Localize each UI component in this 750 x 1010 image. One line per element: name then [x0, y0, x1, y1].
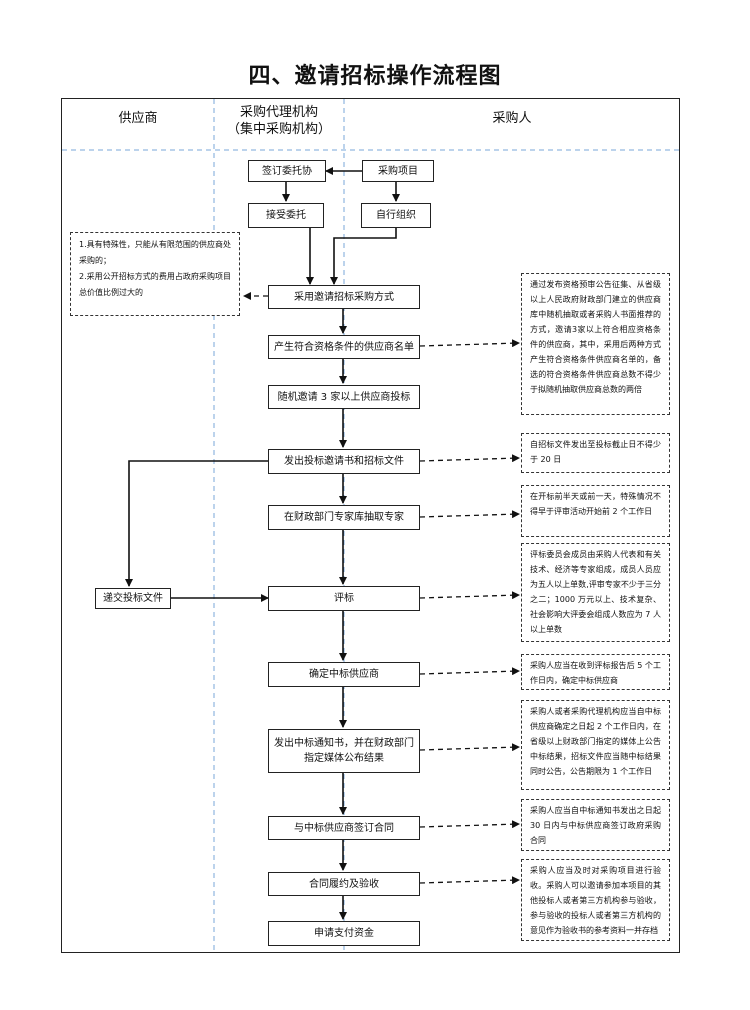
award-notice-label-1: 发出中标通知书，并在财政部门 — [274, 738, 414, 749]
flowchart-frame — [61, 98, 680, 953]
selection-method-note: 通过发布资格预审公告征集、从省级以上人民政府财政部门建立的供应商库中随机抽取或者… — [521, 273, 670, 415]
dash-list-to-selection — [419, 339, 520, 348]
self-organize-label: 自行组织 — [376, 210, 416, 221]
qualified-list-label: 产生符合资格条件的供应商名单 — [274, 341, 414, 353]
qualified-list-box: 产生符合资格条件的供应商名单 — [268, 335, 420, 359]
procurement-project-label: 采购项目 — [378, 165, 418, 177]
invite-three-label: 随机邀请 3 家以上供应商投标 — [277, 391, 411, 403]
award-notice-box: 发出中标通知书，并在财政部门 指定媒体公布结果 — [268, 729, 420, 773]
arrow-issue-to-submit — [125, 460, 269, 587]
accept-commission-label: 接受委托 — [266, 210, 306, 221]
submit-bid-label: 递交投标文件 — [103, 593, 163, 604]
dash-experts-to-time — [419, 510, 520, 519]
sign-contract-label: 与中标供应商签订合同 — [294, 822, 394, 834]
conditions-note: 1.具有特殊性，只能从有限范围的供应商处采购的； 2.采用公开招标方式的费用占政… — [70, 232, 240, 316]
procurement-project-box: 采购项目 — [362, 160, 434, 182]
issue-documents-box: 发出投标邀请书和招标文件 — [268, 449, 420, 474]
apply-payment-label: 申请支付资金 — [314, 928, 374, 939]
select-experts-box: 在财政部门专家库抽取专家 — [268, 505, 420, 530]
invite-three-box: 随机邀请 3 家以上供应商投标 — [268, 385, 420, 409]
page-title: 四、邀请招标操作流程图 — [248, 64, 502, 89]
dash-perform-to-acceptance — [419, 876, 520, 885]
lane-header-supplier: 供应商 — [62, 110, 214, 127]
lane-purchaser-label: 采购人 — [492, 111, 532, 126]
accept-commission-box: 接受委托 — [248, 203, 324, 228]
contract-deadline-note: 采购人应当自中标通知书发出之日起 30 日内与中标供应商签订政府采购合同 — [521, 799, 670, 851]
acceptance-note: 采购人应当及时对采购项目进行验收。采购人可以邀请参加本项目的其他投标人或者第三方… — [521, 859, 670, 941]
lane-agency-sublabel: （集中采购机构） — [226, 122, 331, 137]
sign-agreement-label: 签订委托协 — [262, 165, 312, 177]
announcement-note: 采购人或者采购代理机构应当自中标供应商确定之日起 2 个工作日内，在省级以上财政… — [521, 700, 670, 790]
evaluation-label: 评标 — [334, 593, 354, 604]
invite-bidding-method-box: 采用邀请招标采购方式 — [268, 285, 420, 309]
sign-agreement-box: 签订委托协 — [248, 160, 326, 182]
evaluation-box: 评标 — [268, 586, 420, 611]
submit-bid-box: 递交投标文件 — [95, 588, 171, 609]
apply-payment-box: 申请支付资金 — [268, 921, 420, 946]
deadline-note: 自招标文件发出至投标截止日不得少于 20 日 — [521, 433, 670, 473]
dash-notice-to-announce — [419, 743, 520, 752]
committee-note: 评标委员会成员由采购人代表和有关技术、经济等专家组成，成员人员应为五人以上单数,… — [521, 543, 670, 642]
confirm-winner-box: 确定中标供应商 — [268, 662, 420, 687]
sign-contract-box: 与中标供应商签订合同 — [268, 816, 420, 840]
issue-documents-label: 发出投标邀请书和招标文件 — [284, 456, 404, 467]
dash-evaluate-to-committee — [419, 591, 520, 600]
dash-contract-to-sign — [419, 820, 520, 829]
performance-acceptance-box: 合同履约及验收 — [268, 872, 420, 896]
invite-bidding-method-label: 采用邀请招标采购方式 — [294, 291, 394, 303]
dash-issue-to-deadline — [419, 454, 520, 463]
lane-supplier-label: 供应商 — [118, 111, 158, 126]
lane-header-purchaser: 采购人 — [344, 110, 680, 127]
confirm-winner-label: 确定中标供应商 — [309, 669, 379, 680]
arrow-self-to-method — [330, 228, 397, 285]
select-experts-label: 在财政部门专家库抽取专家 — [284, 512, 404, 523]
expert-timing-note: 在开标前半天或前一天，特殊情况不得早于评审活动开始前 2 个工作日 — [521, 485, 670, 537]
performance-acceptance-label: 合同履约及验收 — [309, 878, 379, 890]
dash-winner-to-confirm — [419, 667, 520, 676]
award-notice-label-2: 指定媒体公布结果 — [304, 753, 384, 764]
lane-agency-label: 采购代理机构 — [239, 105, 318, 120]
confirm-winner-note: 采购人应当在收到评标报告后 5 个工作日内，确定中标供应商 — [521, 654, 670, 690]
lane-header-agency: 采购代理机构 （集中采购机构） — [214, 104, 344, 138]
self-organize-box: 自行组织 — [361, 203, 431, 228]
